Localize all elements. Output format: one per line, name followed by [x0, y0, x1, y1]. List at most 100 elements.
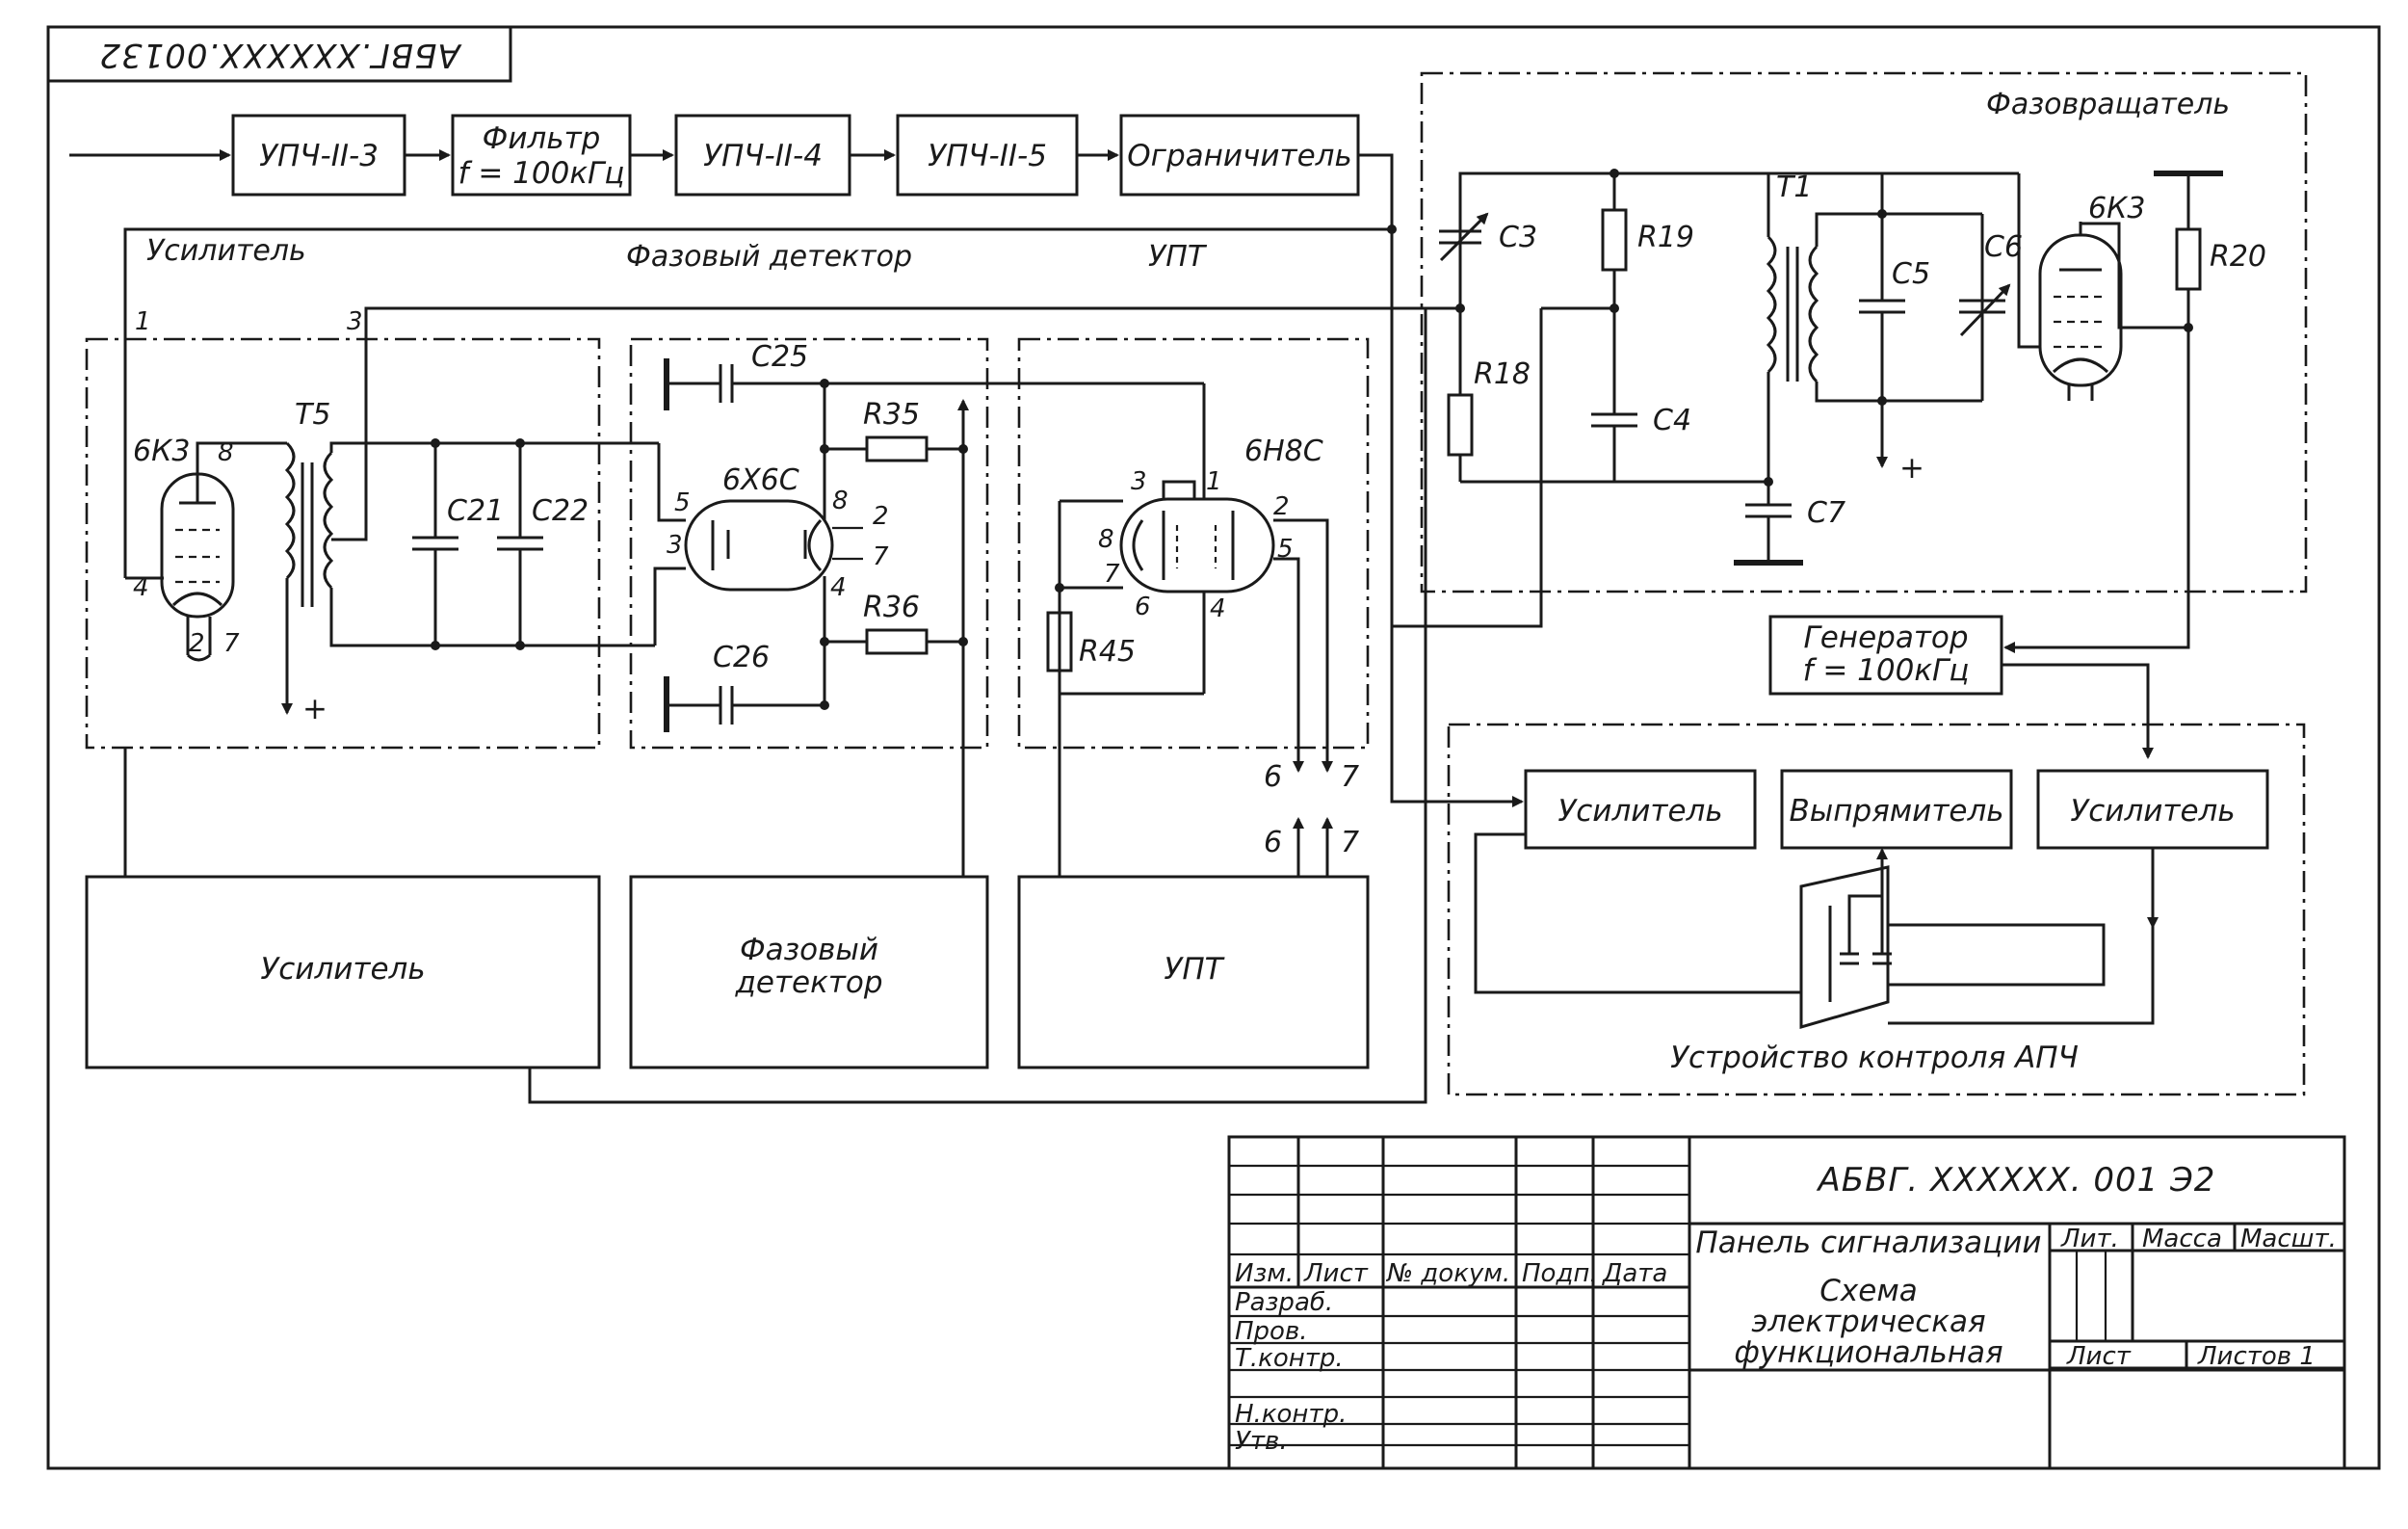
svg-text:Лит.: Лит. — [2060, 1225, 2119, 1253]
svg-text:5: 5 — [1277, 535, 1294, 564]
apc-indicator — [1799, 865, 2106, 1029]
tube-6k3-left: 6К3 8 4 2 7 — [133, 435, 287, 662]
svg-text:Т1: Т1 — [1776, 171, 1812, 204]
resistor-r19: R19 — [1601, 169, 1694, 414]
svg-text:R36: R36 — [863, 591, 920, 624]
svg-text:Усилитель: Усилитель — [1557, 794, 1722, 829]
svg-text:C6: C6 — [1984, 230, 2023, 264]
apc-section — [1447, 723, 2306, 1096]
capacitor-c7: C7 — [1734, 482, 1845, 566]
resistor-r20: R20 — [2154, 171, 2266, 332]
svg-text:Ограничитель: Ограничитель — [1127, 139, 1351, 173]
svg-text:6: 6 — [1264, 826, 1282, 859]
svg-text:C22: C22 — [532, 494, 589, 528]
svg-text:3: 3 — [1131, 467, 1147, 496]
svg-text:+: + — [302, 692, 327, 726]
capacitor-c6: C6 — [1959, 230, 2023, 337]
svg-text:7: 7 — [1104, 560, 1120, 589]
tube-6x6c: 6Х6С 5 3 8 2 7 4 — [653, 443, 889, 646]
tube-6k3-right: 6К3 — [2038, 192, 2145, 401]
title-designation: АБВГ. XXXXXX. 001 Э2 — [1817, 1161, 2216, 1199]
dc-amp-section — [1017, 337, 1370, 750]
limiter-block: Ограничитель — [1119, 114, 1360, 197]
bottom-phase-detector-block: Фазовый детектор — [629, 875, 989, 1069]
svg-text:Т5: Т5 — [295, 398, 330, 432]
svg-text:R45: R45 — [1079, 635, 1136, 669]
svg-text:3: 3 — [347, 307, 363, 336]
svg-text:C4: C4 — [1653, 404, 1691, 437]
svg-text:Изм.: Изм. — [1235, 1259, 1294, 1288]
corner-code: АБВГ.XXXXXX.00132 — [98, 36, 461, 74]
svg-text:функциональная: функциональная — [1734, 1335, 2002, 1370]
svg-text:8: 8 — [832, 487, 849, 515]
svg-text:C25: C25 — [751, 340, 808, 374]
svg-text:7: 7 — [1341, 826, 1359, 859]
svg-text:детектор: детектор — [734, 965, 882, 1000]
svg-text:Усилитель: Усилитель — [2070, 794, 2235, 829]
svg-text:2: 2 — [1273, 492, 1290, 521]
svg-text:Фазовый: Фазовый — [740, 933, 878, 967]
bottom-amplifier-block: Усилитель — [85, 875, 601, 1069]
svg-text:6Н8С: 6Н8С — [1244, 435, 1323, 468]
svg-text:8: 8 — [1098, 525, 1114, 554]
svg-text:C7: C7 — [1807, 496, 1845, 530]
amplifier-section — [85, 337, 601, 750]
svg-text:7: 7 — [1341, 760, 1359, 794]
svg-text:Н.контр.: Н.контр. — [1235, 1400, 1347, 1429]
phase-shifter-section — [1420, 71, 2308, 593]
upch-block-5: УПЧ-II-5 — [896, 114, 1079, 197]
svg-text:Пров.: Пров. — [1235, 1317, 1308, 1346]
svg-text:R19: R19 — [1637, 221, 1694, 254]
svg-text:8: 8 — [218, 438, 234, 467]
svg-text:2: 2 — [873, 502, 889, 531]
svg-text:2: 2 — [189, 629, 205, 658]
dc-amp-heading: УПТ — [1148, 240, 1208, 274]
phase-detector-heading: Фазовый детектор — [626, 240, 912, 274]
resistor-r45: R45 — [1046, 588, 1136, 877]
tube-6n8c: 6Н8С 3 1 8 7 6 4 2 5 — [1098, 435, 1323, 623]
svg-text:6: 6 — [1135, 593, 1151, 621]
svg-text:Масса: Масса — [2142, 1225, 2222, 1253]
apc-rectifier: Выпрямитель — [1780, 769, 2013, 850]
svg-text:7: 7 — [873, 542, 889, 571]
svg-text:f = 100кГц: f = 100кГц — [1803, 653, 1970, 688]
svg-text:Дата: Дата — [1602, 1259, 1667, 1288]
svg-text:4: 4 — [1210, 594, 1226, 623]
svg-text:+: + — [1899, 451, 1924, 486]
svg-text:R18: R18 — [1474, 357, 1531, 391]
svg-text:Выпрямитель: Выпрямитель — [1789, 794, 2003, 829]
resistor-r35: R35 — [820, 398, 968, 462]
capacitor-c21: C21 — [412, 438, 504, 650]
upch-block-3: УПЧ-II-3 — [231, 114, 406, 197]
svg-text:6Х6С: 6Х6С — [722, 463, 799, 497]
svg-text:Подп.: Подп. — [1522, 1259, 1598, 1288]
svg-text:Схема: Схема — [1819, 1274, 1917, 1308]
svg-text:4: 4 — [830, 573, 847, 602]
svg-text:Масшт.: Масшт. — [2240, 1225, 2337, 1253]
svg-text:6К3: 6К3 — [133, 435, 190, 468]
title-product: Панель сигнализации — [1695, 1226, 2041, 1260]
svg-text:4: 4 — [133, 573, 149, 602]
svg-text:1: 1 — [1206, 467, 1222, 496]
svg-text:C26: C26 — [713, 641, 770, 674]
transformer-t5: Т5 + — [281, 398, 334, 726]
svg-text:7: 7 — [223, 629, 240, 658]
svg-text:6К3: 6К3 — [2088, 192, 2145, 225]
svg-text:электрическая: электрическая — [1751, 1305, 1985, 1339]
capacitor-c3: C3 — [1439, 173, 1537, 385]
svg-text:УПЧ-II-5: УПЧ-II-5 — [928, 139, 1047, 173]
svg-text:f = 100кГц: f = 100кГц — [458, 156, 625, 191]
svg-text:Утв.: Утв. — [1235, 1427, 1288, 1456]
svg-text:3: 3 — [667, 531, 683, 560]
svg-text:Лист: Лист — [2066, 1342, 2132, 1371]
upch-block-4: УПЧ-II-4 — [674, 114, 851, 197]
svg-text:1: 1 — [135, 307, 151, 336]
svg-text:Листов 1: Листов 1 — [2197, 1342, 2316, 1371]
apc-caption: Устройство контроля АПЧ — [1670, 1041, 2079, 1075]
title-block: Изм. Лист № докум. Подп. Дата Разраб. Пр… — [1227, 1135, 2346, 1470]
svg-text:5: 5 — [674, 488, 691, 517]
drawing-frame — [46, 25, 2381, 1470]
capacitor-c4: C4 — [1591, 404, 1691, 482]
resistor-r18: R18 — [1447, 357, 1531, 482]
